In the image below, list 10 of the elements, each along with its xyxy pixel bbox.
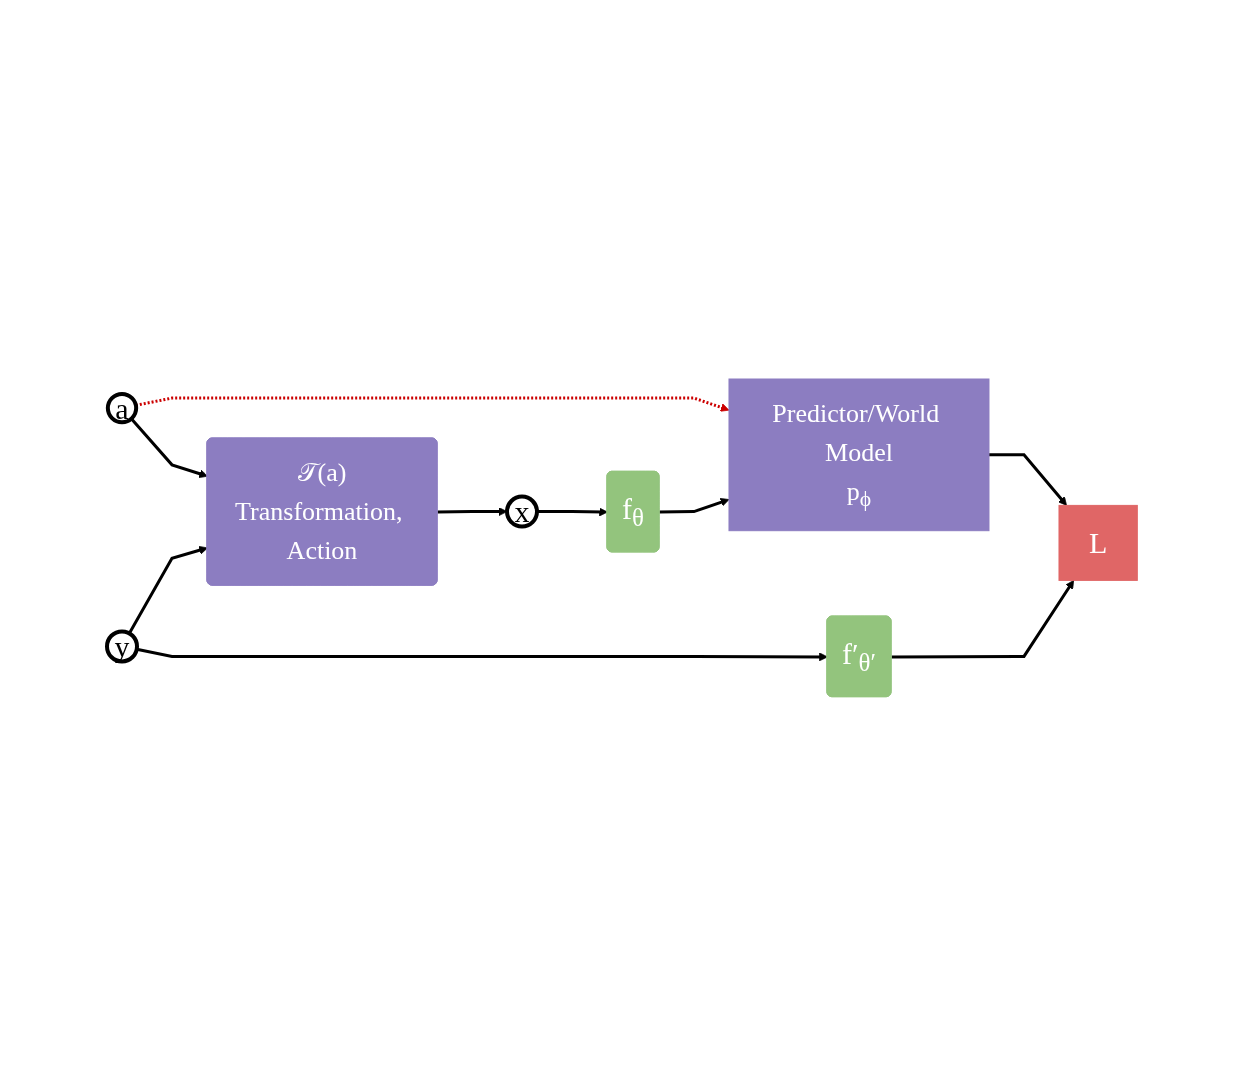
arrow (437, 507, 508, 517)
node-box: L (1058, 505, 1138, 582)
arrow (891, 580, 1074, 659)
arrow (127, 546, 208, 635)
node-circle: x (504, 494, 539, 529)
arrow (130, 417, 208, 479)
arrow (988, 453, 1067, 506)
arrow (659, 498, 730, 514)
node-circle: a (105, 392, 138, 425)
node-box: Predictor/World Model p$_{ϕ}$ (728, 378, 990, 532)
